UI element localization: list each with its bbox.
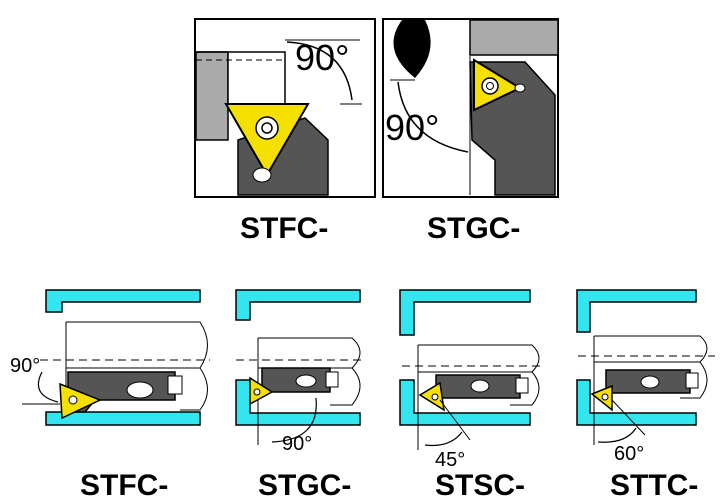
top-panel-stfc: 90° [194, 18, 376, 198]
bottom-panel-stgc: 90° [235, 289, 362, 455]
cyan-clamp-bottom [399, 379, 531, 426]
insert-triangle [249, 376, 274, 406]
workpiece-lens [393, 20, 431, 78]
insert-triangle [59, 382, 102, 420]
bottom-panel-stsc: 45° [399, 289, 540, 471]
caption-bottom-stfc: STFC- [80, 469, 168, 501]
workpiece [195, 51, 229, 141]
workpiece [469, 19, 559, 56]
insert-screw [481, 77, 499, 95]
caption-top-stfc: STFC- [240, 212, 328, 245]
caption-bottom-stsc: STSC- [435, 469, 525, 501]
cyan-clamp-top [45, 289, 201, 313]
top-panel-stgc: 90° [382, 18, 559, 198]
angle-label: 60° [614, 443, 644, 465]
cyan-clamp-bottom [576, 379, 697, 426]
cyan-clamp-bottom [45, 411, 201, 426]
angle-label: 90° [10, 355, 40, 377]
angle-label: 90° [282, 433, 312, 455]
angle-label: 45° [435, 449, 465, 471]
caption-top-stgc: STGC- [427, 212, 520, 245]
cyan-clamp-top [399, 289, 531, 336]
angle-label: 90° [385, 107, 439, 148]
bottom-panel-sttc: 60° [576, 289, 715, 465]
cyan-clamp-top [235, 289, 361, 321]
angle-label: 90° [295, 37, 349, 78]
insert-screw [255, 116, 279, 140]
cyan-clamp-top [576, 289, 697, 333]
bottom-panel-stfc: 90° [10, 289, 210, 426]
caption-bottom-sttc: STTC- [610, 469, 698, 501]
caption-bottom-stgc: STGC- [258, 469, 351, 501]
